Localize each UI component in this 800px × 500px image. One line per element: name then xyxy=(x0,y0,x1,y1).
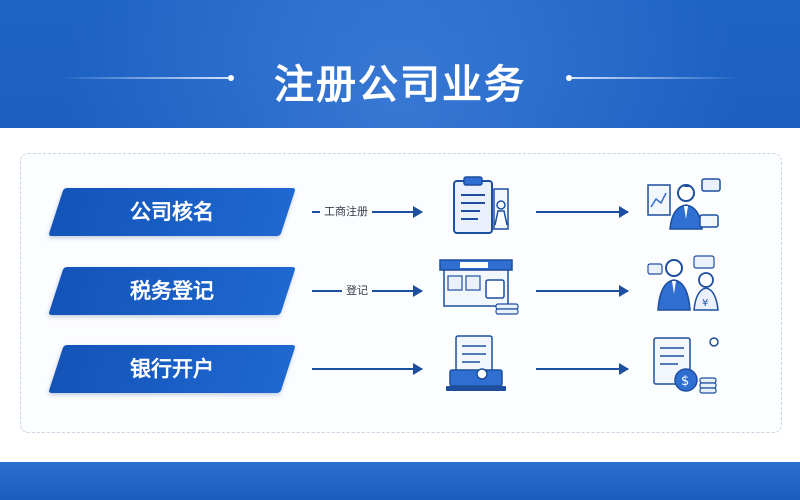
process-row-bank-account: 银行开户 $ xyxy=(0,335,800,400)
flow-arrow xyxy=(312,363,423,375)
title-divider-left xyxy=(58,77,228,79)
process-row-tax-registration: 税务登记 登记 ¥ xyxy=(0,255,800,322)
title-dot-right xyxy=(566,75,572,81)
businessman-chart-icon xyxy=(644,175,726,249)
flow-arrow-label: 登记 xyxy=(342,282,372,298)
step-label: 公司核名 xyxy=(130,200,214,224)
process-row-name-check: 公司核名 工商注册 xyxy=(0,176,800,243)
title-dot-left xyxy=(228,75,234,81)
flow-arrow xyxy=(536,206,629,218)
page-title: 注册公司业务 xyxy=(274,62,526,108)
clipboard-person-icon xyxy=(440,175,520,249)
flow-arrow-label: 工商注册 xyxy=(320,203,372,219)
step-label: 税务登记 xyxy=(130,279,214,303)
step-label: 银行开户 xyxy=(130,357,214,381)
bank-documents-coins-icon: $ xyxy=(646,332,726,404)
documents-laptop-icon xyxy=(442,332,522,404)
svg-text:$: $ xyxy=(681,374,689,389)
title-divider-right xyxy=(572,77,742,79)
flow-arrow xyxy=(536,285,629,297)
flow-arrow xyxy=(536,363,629,375)
bottom-band xyxy=(0,462,800,500)
page-header: 注册公司业务 xyxy=(0,0,800,128)
storefront-icon xyxy=(436,256,522,324)
svg-text:¥: ¥ xyxy=(702,298,708,309)
tax-officials-icon: ¥ xyxy=(644,254,726,326)
